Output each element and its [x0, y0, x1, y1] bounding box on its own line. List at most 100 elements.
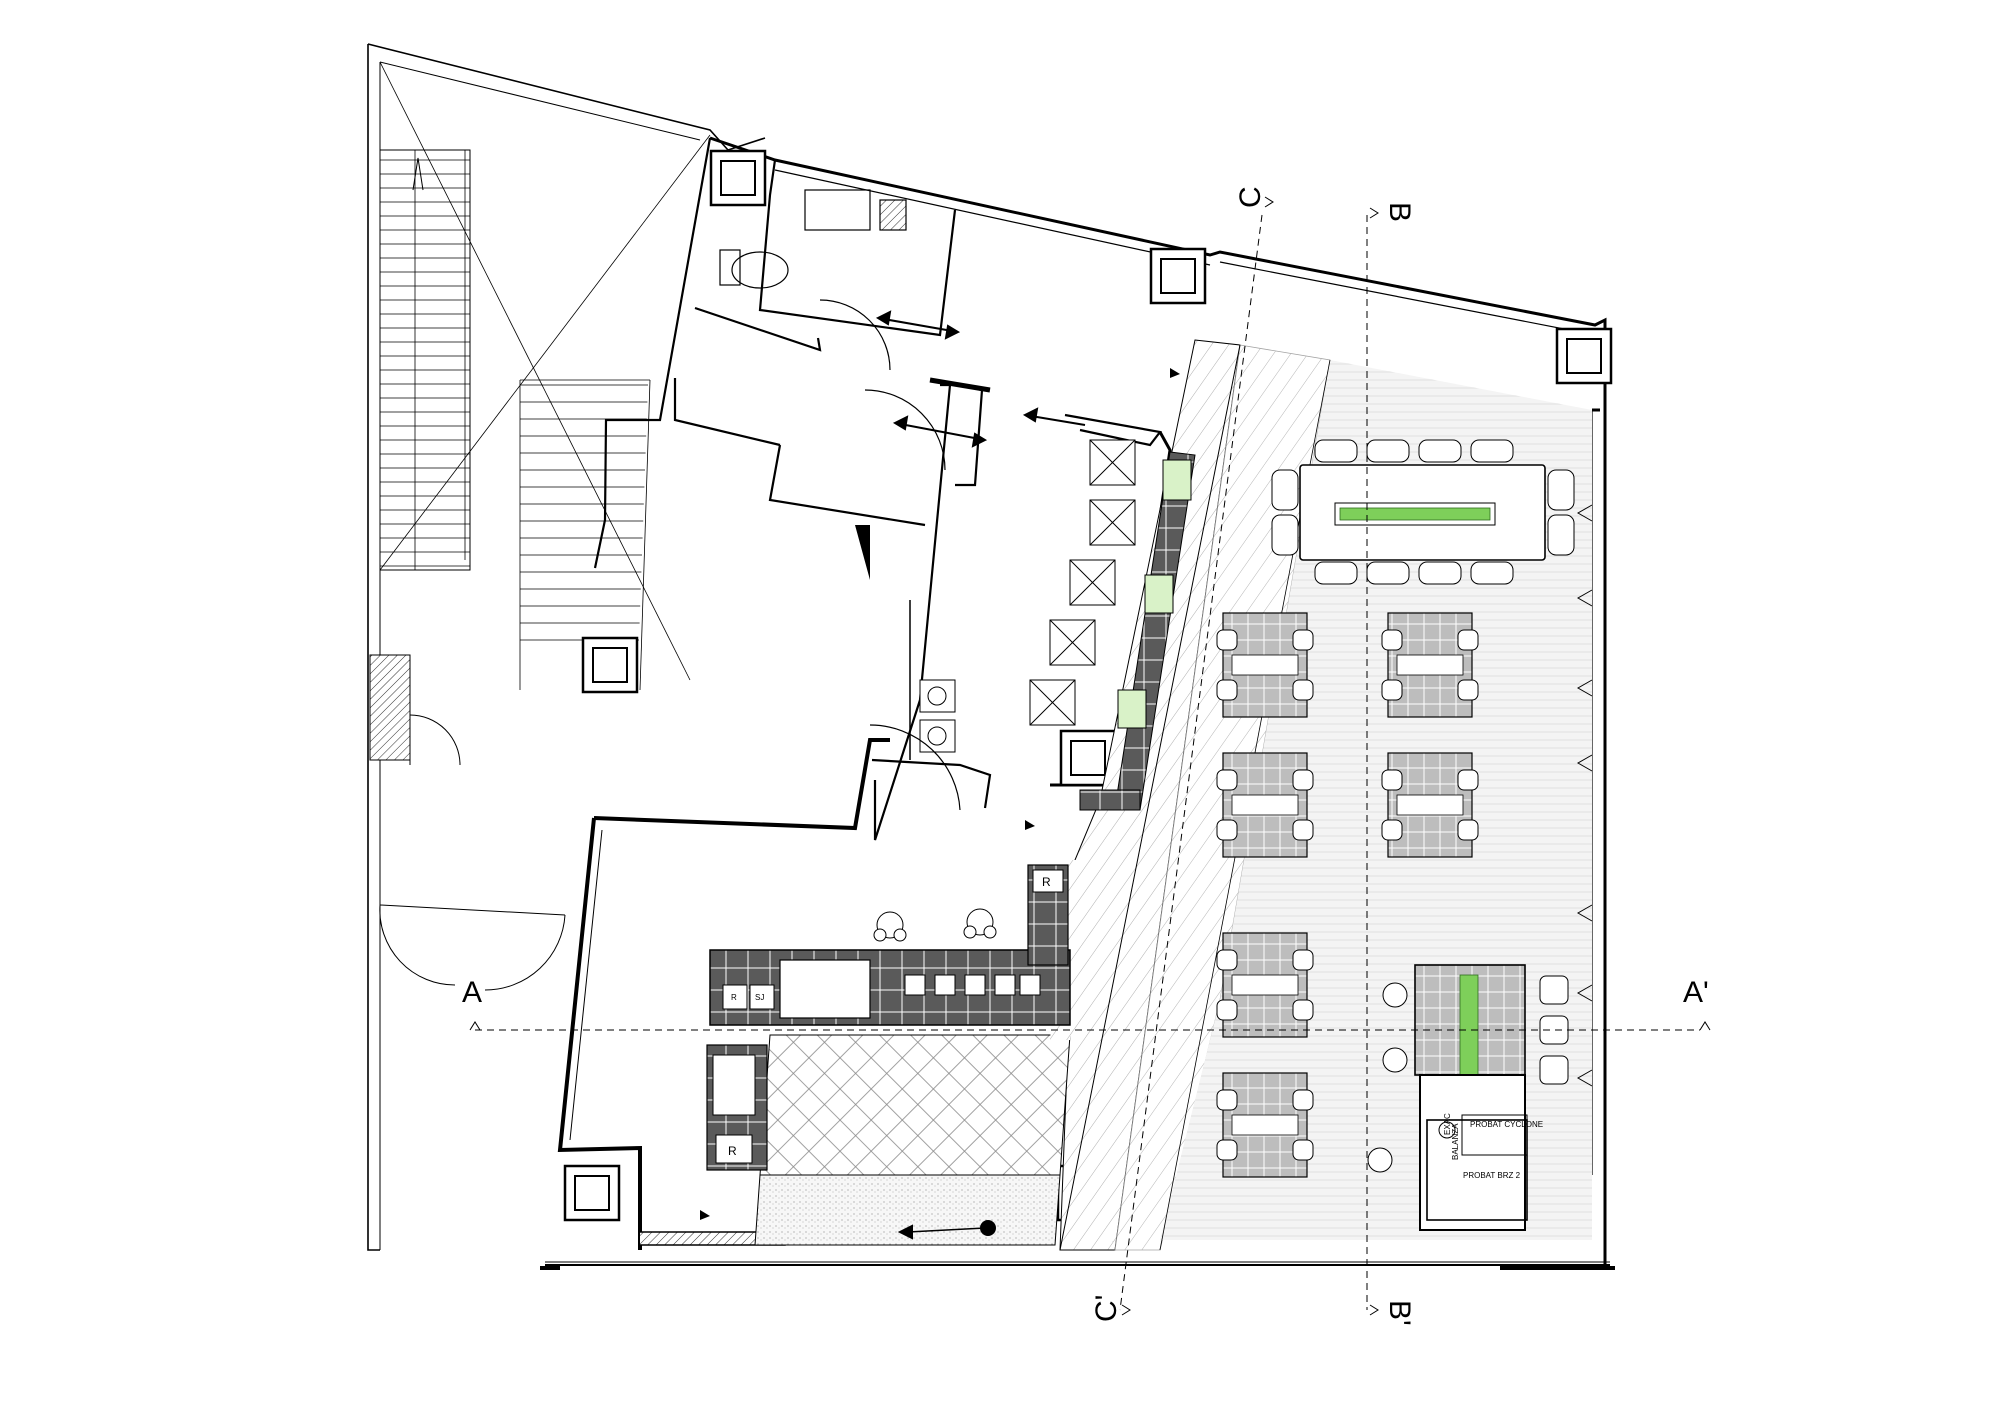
chair	[1292, 999, 1314, 1021]
table-divider	[1231, 1114, 1299, 1136]
chair	[1292, 629, 1314, 651]
stove-mark	[1089, 439, 1136, 486]
fridge-upper-label: R	[1042, 875, 1051, 889]
wall-lamp	[1576, 754, 1593, 772]
door-arrows	[875, 310, 1086, 1240]
section-b-top: B	[1383, 202, 1416, 222]
stool	[1367, 1147, 1393, 1173]
chair	[1314, 561, 1358, 585]
stove-mark	[1069, 559, 1116, 606]
bar-sj-label: SJ	[755, 993, 764, 1002]
chair	[1366, 439, 1410, 463]
chair	[1271, 514, 1299, 556]
chair	[1381, 629, 1403, 651]
bar-counter: R SJ R R	[706, 864, 1071, 1171]
chair	[1418, 439, 1462, 463]
chair	[1292, 679, 1314, 701]
appliance-drum	[927, 726, 947, 746]
stove-mark	[1029, 679, 1076, 726]
side-door	[369, 654, 566, 991]
chair	[1457, 679, 1479, 701]
stool	[1382, 1047, 1408, 1073]
column-core	[1070, 740, 1106, 776]
chair	[1418, 561, 1462, 585]
wall-lamp	[1576, 984, 1593, 1002]
roasting-stools	[1367, 975, 1569, 1173]
sinks	[1117, 459, 1192, 729]
chair	[1292, 769, 1314, 791]
roaster-cyclone-label: PROBAT CYCLONE	[1470, 1120, 1543, 1129]
table-divider	[1396, 794, 1464, 816]
column-core	[1566, 338, 1602, 374]
chair	[1381, 819, 1403, 841]
chair	[1292, 1139, 1314, 1161]
wall-lamp	[1576, 904, 1593, 922]
roaster-main-label: PROBAT BRZ 2	[1463, 1171, 1521, 1180]
chair	[1314, 439, 1358, 463]
chair	[1470, 561, 1514, 585]
column-core	[720, 160, 756, 196]
roaster-drum	[1438, 1121, 1456, 1139]
chair	[1292, 1089, 1314, 1111]
chair	[1292, 949, 1314, 971]
communal-table-chairs	[1271, 439, 1575, 585]
scale-label: BALANZA	[1451, 1123, 1460, 1160]
stove-mark	[1089, 499, 1136, 546]
section-a-left: A	[462, 976, 482, 1009]
section-a-right: A'	[1683, 976, 1709, 1009]
roasting-station: EXAC BALANZA PROBAT CYCLONE PROBAT BRZ 2	[1367, 964, 1569, 1231]
section-ticks	[469, 196, 1711, 1316]
section-b-bottom: B'	[1383, 1300, 1416, 1326]
stool	[1539, 975, 1569, 1005]
kitchen-appliances	[919, 439, 1136, 753]
dining-tables	[1216, 612, 1479, 1178]
wall-lamp	[1576, 589, 1593, 607]
section-c-top: C	[1234, 186, 1267, 208]
chair	[1216, 769, 1238, 791]
chair	[1271, 469, 1299, 511]
chair	[1216, 679, 1238, 701]
chair	[1292, 819, 1314, 841]
wall-lamps	[1576, 504, 1593, 1087]
stove-mark	[1049, 619, 1096, 666]
column-core	[1160, 258, 1196, 294]
level-markers	[700, 368, 1180, 1220]
wall-lamp	[1576, 1069, 1593, 1087]
chair	[1216, 1089, 1238, 1111]
wall-lamp	[1576, 504, 1593, 522]
chair	[1216, 999, 1238, 1021]
restroom	[719, 189, 961, 811]
chair	[1547, 514, 1575, 556]
stool	[1382, 982, 1408, 1008]
stair-treads	[380, 159, 648, 641]
chair	[1381, 769, 1403, 791]
chair	[1381, 679, 1403, 701]
chair	[1547, 469, 1575, 511]
chair	[1457, 769, 1479, 791]
roaster-small-label: EXAC	[1443, 1113, 1452, 1135]
chair	[1216, 1139, 1238, 1161]
communal-table	[1271, 439, 1575, 585]
stair-block	[367, 43, 766, 1251]
column-core	[574, 1175, 610, 1211]
table-divider	[1231, 654, 1299, 676]
bar-r-label: R	[731, 993, 737, 1002]
fridge-lower-label: R	[728, 1144, 737, 1158]
chair	[1216, 629, 1238, 651]
column-core	[592, 647, 628, 683]
section-c-bottom: C'	[1090, 1295, 1123, 1322]
stool	[1539, 1055, 1569, 1085]
chair	[1216, 819, 1238, 841]
table-divider	[1231, 974, 1299, 996]
section-lines	[475, 214, 1700, 1311]
wall-lamp	[1576, 679, 1593, 697]
chair	[1216, 949, 1238, 971]
chair	[1457, 819, 1479, 841]
chair	[1470, 439, 1514, 463]
appliance-drum	[927, 686, 947, 706]
table-divider	[1231, 794, 1299, 816]
chair	[1366, 561, 1410, 585]
table-divider	[1396, 654, 1464, 676]
kitchen-counter	[919, 439, 1196, 811]
